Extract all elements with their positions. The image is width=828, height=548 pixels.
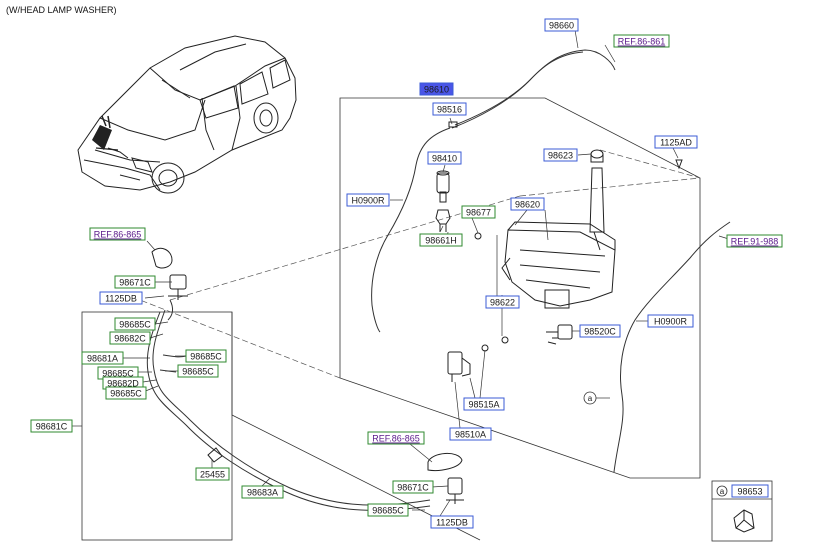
- part-label-98681C[interactable]: 98681C: [30, 419, 73, 433]
- svg-text:98610: 98610: [424, 85, 449, 95]
- part-label-98622[interactable]: 98622: [485, 295, 520, 309]
- svg-text:98685C: 98685C: [372, 506, 404, 516]
- projection-lines: [139, 149, 701, 379]
- part-labels: 98660 REF.86-861 98610 98516 1125AD 9841…: [30, 18, 783, 529]
- ref-86-865-bottom[interactable]: REF.86-865: [367, 431, 425, 445]
- part-label-98520C[interactable]: 98520C: [579, 324, 621, 338]
- left-frame-edge: [231, 312, 481, 541]
- svg-text:1125DB: 1125DB: [105, 294, 137, 304]
- svg-text:1125AD: 1125AD: [660, 138, 692, 148]
- ref-91-988[interactable]: REF.91-988: [726, 234, 783, 248]
- part-label-98685C-b[interactable]: 98685C: [185, 349, 227, 363]
- part-label-98671C-top[interactable]: 98671C: [114, 275, 156, 289]
- svg-text:1125DB: 1125DB: [436, 518, 468, 528]
- svg-text:98510A: 98510A: [455, 430, 486, 440]
- washer-nozzle-bottom: [427, 453, 464, 504]
- callout-a[interactable]: a: [583, 391, 597, 405]
- svg-text:98685C: 98685C: [102, 369, 134, 379]
- part-label-98510A[interactable]: 98510A: [449, 427, 492, 441]
- svg-text:98653: 98653: [737, 487, 762, 497]
- part-label-98653[interactable]: 98653: [731, 484, 769, 498]
- clip-25455: [207, 447, 223, 463]
- svg-text:98682C: 98682C: [114, 334, 146, 344]
- svg-text:98681A: 98681A: [87, 354, 118, 364]
- diagram-header: (W/HEAD LAMP WASHER): [6, 5, 117, 15]
- svg-text:98620: 98620: [515, 200, 540, 210]
- part-label-98623[interactable]: 98623: [543, 148, 578, 162]
- svg-text:98681C: 98681C: [36, 422, 68, 432]
- svg-text:REF.86-865: REF.86-865: [372, 434, 420, 444]
- part-label-98685C-a[interactable]: 98685C: [114, 317, 156, 331]
- svg-text:a: a: [588, 394, 593, 403]
- svg-text:98661H: 98661H: [425, 236, 457, 246]
- washer-pump: [436, 170, 450, 203]
- leader-lines: [72, 29, 733, 517]
- headlamp-washer-pump: [447, 351, 471, 382]
- svg-text:98622: 98622: [490, 298, 515, 308]
- ref-86-861[interactable]: REF.86-861: [613, 34, 670, 48]
- grommet: [435, 209, 451, 232]
- svg-text:25455: 25455: [200, 470, 225, 480]
- svg-text:98683A: 98683A: [247, 488, 278, 498]
- part-label-98685C-e[interactable]: 98685C: [105, 386, 147, 400]
- part-label-98685C-f[interactable]: 98685C: [367, 503, 409, 517]
- part-label-98661H[interactable]: 98661H: [419, 233, 463, 247]
- part-label-98682C[interactable]: 98682C: [109, 331, 151, 345]
- washer-reservoir: [501, 149, 616, 309]
- part-label-98515A[interactable]: 98515A: [463, 397, 505, 411]
- part-label-25455[interactable]: 25455: [195, 467, 230, 481]
- part-label-98610[interactable]: 98610: [419, 82, 454, 96]
- svg-text:98685C: 98685C: [182, 367, 214, 377]
- svg-text:98671C: 98671C: [397, 483, 429, 493]
- svg-text:REF.91-988: REF.91-988: [731, 237, 779, 247]
- part-label-1125DB-top[interactable]: 1125DB: [99, 291, 143, 305]
- part-label-h0900r-left[interactable]: H0900R: [346, 193, 390, 207]
- ref-86-865-top[interactable]: REF.86-865: [89, 227, 146, 241]
- vehicle-illustration: [77, 35, 297, 194]
- svg-text:98685C: 98685C: [110, 389, 142, 399]
- left-assembly-frame: [81, 311, 233, 541]
- hoses: [146, 49, 731, 511]
- level-sensor: [546, 324, 573, 345]
- washer-nozzle-top: [151, 247, 188, 300]
- inset-98653: a 98653: [711, 480, 773, 542]
- part-label-98685C-d[interactable]: 98685C: [177, 364, 219, 378]
- svg-text:REF.86-861: REF.86-861: [618, 37, 666, 47]
- part-label-98620[interactable]: 98620: [510, 197, 545, 211]
- svg-text:98520C: 98520C: [584, 327, 616, 337]
- svg-text:H0900R: H0900R: [654, 317, 688, 327]
- part-label-98683A[interactable]: 98683A: [241, 485, 284, 499]
- part-label-98410[interactable]: 98410: [427, 151, 462, 165]
- svg-text:98685C: 98685C: [119, 320, 151, 330]
- part-label-98681A[interactable]: 98681A: [81, 351, 124, 365]
- svg-text:98682D: 98682D: [107, 379, 139, 389]
- svg-text:98677: 98677: [466, 208, 491, 218]
- svg-text:98410: 98410: [432, 154, 457, 164]
- part-label-98660[interactable]: 98660: [544, 18, 579, 32]
- svg-text:98516: 98516: [437, 105, 462, 115]
- svg-text:REF.86-865: REF.86-865: [94, 230, 142, 240]
- part-label-98677[interactable]: 98677: [461, 205, 496, 219]
- svg-text:98660: 98660: [549, 21, 574, 31]
- part-label-1125DB-bottom[interactable]: 1125DB: [430, 515, 474, 529]
- part-label-98671C-bottom[interactable]: 98671C: [392, 480, 434, 494]
- headlamp-washer-highlight: [92, 115, 119, 151]
- part-label-1125AD[interactable]: 1125AD: [654, 135, 698, 149]
- part-label-h0900r-right[interactable]: H0900R: [647, 314, 694, 328]
- svg-text:98623: 98623: [548, 151, 573, 161]
- svg-text:H0900R: H0900R: [351, 196, 385, 206]
- clip-98653-drawing: [733, 509, 755, 533]
- svg-text:98685C: 98685C: [190, 352, 222, 362]
- svg-text:98515A: 98515A: [468, 400, 499, 410]
- svg-text:a: a: [720, 487, 725, 496]
- part-label-98516[interactable]: 98516: [432, 102, 467, 116]
- svg-text:98671C: 98671C: [119, 278, 151, 288]
